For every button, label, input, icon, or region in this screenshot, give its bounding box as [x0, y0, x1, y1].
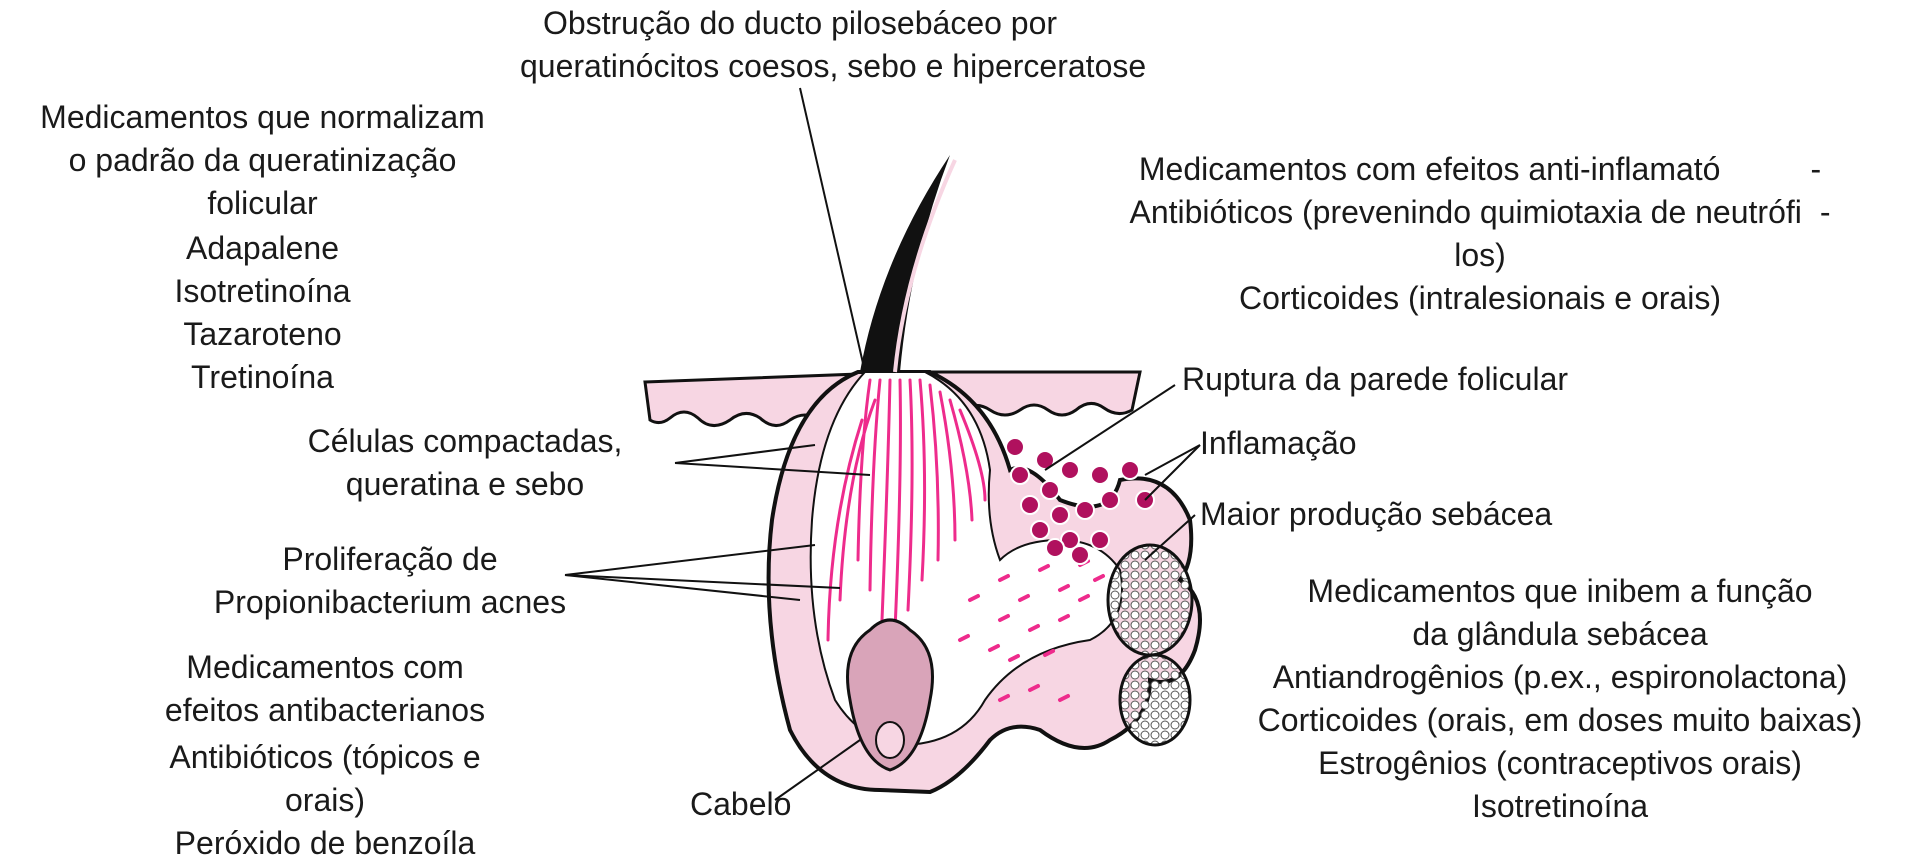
- drug-corticoids-oral: Corticoides (orais, em doses muito baixa…: [1257, 702, 1863, 738]
- antiinflammatory-line-2: Antibióticos (prevenindo quimiotaxia de …: [1129, 194, 1831, 230]
- drug-antiandrogens: Antiandrogênios (p.ex., espironolactona): [1272, 659, 1848, 695]
- antiinflammatory-line-1: Medicamentos com efeitos anti-inflamató-: [1138, 151, 1822, 187]
- drug-tazarotene: Tazaroteno: [183, 316, 342, 352]
- inflammatory-cells: [1005, 437, 1155, 565]
- dermal-papilla: [875, 721, 905, 759]
- sebum-dashes: [958, 559, 1105, 702]
- proliferation-label: Proliferação de Propionibacterium acnes: [200, 538, 580, 624]
- obstruction-line-2: queratinócitos coesos, sebo e hipercerat…: [520, 48, 1147, 84]
- sebaceous-gland-lower: [1118, 653, 1192, 747]
- sebum-label: Maior produção sebácea: [1200, 496, 1553, 532]
- inflammation-label: Inflamação: [1200, 425, 1357, 461]
- proliferation-line-2: Propionibacterium acnes: [213, 584, 567, 620]
- proliferation-line-1: Proliferação de: [282, 541, 498, 577]
- antibacterial-line-1: Medicamentos com: [186, 649, 464, 685]
- compacted-cells-line-1: Células compactadas,: [307, 423, 623, 459]
- antibacterial-label: Medicamentos com efeitos antibacterianos…: [115, 646, 535, 865]
- antiinflammatory-line-3: los): [1454, 237, 1506, 273]
- drug-benzoyl-peroxide: Peróxido de benzoíla: [174, 825, 476, 861]
- rupture-label: Ruptura da parede folicular: [1182, 361, 1569, 397]
- compacted-cells-label: Células compactadas, queratina e sebo: [285, 420, 645, 506]
- normalize-drugs-line-1: Medicamentos que normalizam: [40, 99, 485, 135]
- antibacterial-line-2: efeitos antibacterianos: [164, 692, 486, 728]
- normalize-drugs-line-2: o padrão da queratinização: [68, 142, 457, 178]
- drug-isotretinoin: Isotretinoína: [174, 273, 351, 309]
- obstruction-label: Obstrução do ducto pilosebáceo por quera…: [520, 2, 1147, 88]
- gland-drugs-line-1: Medicamentos que inibem a função: [1307, 573, 1813, 609]
- hair-bulb: [846, 618, 934, 772]
- hair-shaft: [860, 155, 950, 372]
- normalize-drugs-label: Medicamentos que normalizam o padrão da …: [10, 96, 515, 399]
- hair-label: Cabelo: [690, 786, 792, 822]
- keratin-strands: [826, 378, 987, 642]
- normalize-drugs-line-3: folicular: [207, 185, 318, 221]
- leader-lines: [564, 87, 1201, 801]
- drug-antibiotics-line-1: Antibióticos (tópicos e: [169, 739, 481, 775]
- drug-isotretinoin-gland: Isotretinoína: [1471, 788, 1649, 824]
- drug-estrogens: Estrogênios (contraceptivos orais): [1318, 745, 1802, 781]
- obstruction-line-1: Obstrução do ducto pilosebáceo por: [542, 5, 1058, 41]
- drug-adapalene: Adapalene: [185, 230, 340, 266]
- antiinflammatory-label: Medicamentos com efeitos anti-inflamató-…: [1080, 148, 1880, 320]
- compacted-cells-line-2: queratina e sebo: [345, 466, 585, 502]
- gland-drugs-label: Medicamentos que inibem a função da glân…: [1230, 570, 1890, 828]
- drug-antibiotics-line-2: orais): [284, 782, 365, 818]
- hair-shaft-highlight: [893, 159, 957, 373]
- sebaceous-gland-upper: [1106, 543, 1194, 657]
- antiinflammatory-line-4: Corticoides (intralesionais e orais): [1239, 280, 1721, 316]
- gland-drugs-line-2: da glândula sebácea: [1412, 616, 1708, 652]
- drug-tretinoin: Tretinoína: [191, 359, 334, 395]
